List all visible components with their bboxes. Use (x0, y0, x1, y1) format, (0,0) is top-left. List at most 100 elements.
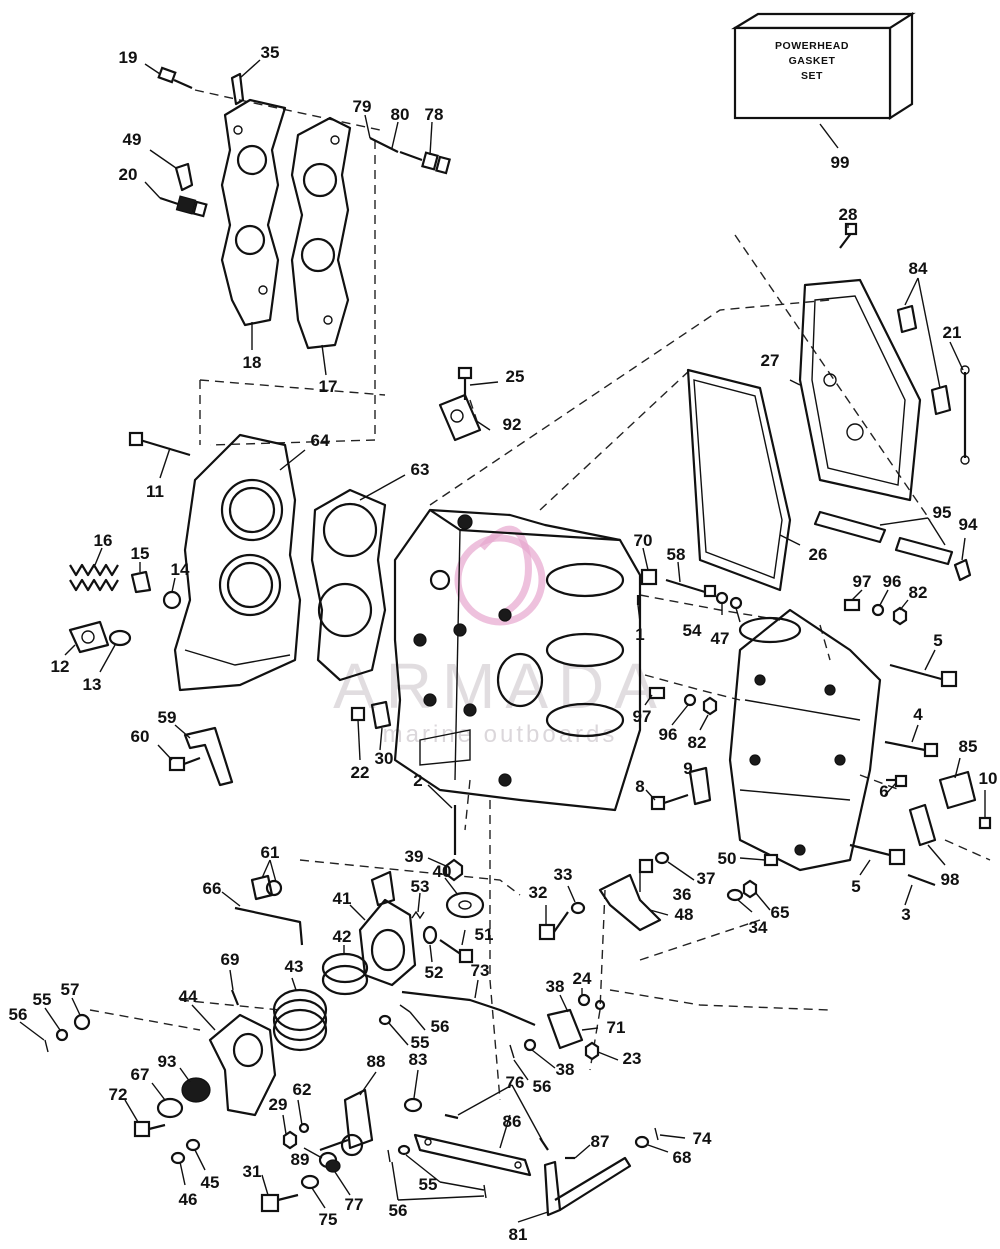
callout-34: 34 (749, 918, 768, 937)
callout-86: 86 (503, 1112, 522, 1131)
callout-57: 57 (61, 980, 80, 999)
pin-79-80 (369, 137, 399, 153)
washer-33 (570, 901, 586, 915)
callout-69: 69 (221, 950, 240, 969)
screw-10 (978, 816, 992, 830)
washers-34-65 (726, 879, 758, 902)
callout-41: 41 (333, 889, 352, 908)
callout-66: 66 (203, 879, 222, 898)
watermark: ARMADA marine outboards (333, 525, 657, 748)
bolt-19 (157, 66, 193, 90)
callout-48: 48 (675, 905, 694, 924)
callout-47: 47 (711, 629, 730, 648)
callout-5b: 5 (851, 877, 860, 896)
callout-11: 11 (146, 482, 164, 501)
spring-43 (272, 988, 328, 1052)
callout-38b: 38 (556, 1060, 575, 1079)
callout-19: 19 (119, 48, 138, 67)
callout-85: 85 (959, 737, 978, 756)
cylinder-block (393, 508, 642, 812)
callout-63: 63 (411, 460, 430, 479)
dowel-70 (640, 568, 658, 586)
valve-97-96-82-lower (648, 686, 718, 716)
link-71 (546, 1008, 584, 1050)
bracket-85 (938, 770, 977, 810)
callout-22: 22 (351, 763, 370, 782)
nut-29-62 (282, 1122, 310, 1150)
bushing-93 (181, 1077, 211, 1103)
callout-82b: 82 (688, 733, 707, 752)
callout-44: 44 (179, 987, 198, 1006)
washer-75 (300, 1174, 320, 1190)
callout-49: 49 (123, 130, 142, 149)
callout-83: 83 (409, 1050, 428, 1069)
callout-61: 61 (261, 843, 280, 862)
gasket-box-line2: GASKET (789, 55, 836, 67)
callout-39: 39 (405, 847, 424, 866)
bracket-48 (598, 873, 662, 932)
callout-62: 62 (293, 1080, 312, 1099)
eyebolt-92 (438, 393, 482, 442)
callout-92: 92 (503, 415, 522, 434)
callout-6: 6 (879, 782, 888, 801)
pin-3 (907, 873, 936, 887)
callout-50: 50 (718, 849, 737, 868)
callout-87: 87 (591, 1132, 610, 1151)
head-gasket-63 (310, 488, 387, 682)
callout-29: 29 (269, 1095, 288, 1114)
callout-93: 93 (158, 1052, 177, 1071)
pin-56-right (509, 1044, 515, 1059)
callout-21: 21 (943, 323, 962, 342)
washers-45-46 (170, 1138, 201, 1165)
screw-72 (133, 1120, 166, 1138)
spring-53 (411, 910, 425, 920)
washer-67 (156, 1097, 184, 1119)
screw-8 (650, 793, 689, 811)
callout-75: 75 (319, 1210, 338, 1229)
sensor-20 (159, 195, 208, 218)
callout-58: 58 (667, 545, 686, 564)
callout-51: 51 (475, 925, 494, 944)
callout-45: 45 (201, 1173, 220, 1192)
callout-32: 32 (529, 883, 548, 902)
callout-36: 36 (673, 885, 692, 904)
callout-97b: 97 (633, 707, 652, 726)
callout-54: 54 (683, 621, 702, 640)
callout-56a: 56 (9, 1005, 28, 1024)
screw-78 (399, 150, 451, 175)
callout-40: 40 (433, 862, 452, 881)
callout-76: 76 (506, 1073, 525, 1092)
seal-14 (162, 590, 182, 610)
callout-68: 68 (673, 1148, 692, 1167)
screw-60 (168, 756, 201, 772)
head-cover-inner-17 (290, 116, 352, 350)
callout-5a: 5 (933, 631, 942, 650)
gasket-set-box: POWERHEAD GASKET SET (731, 11, 916, 149)
bracket-35 (230, 72, 245, 106)
callout-13: 13 (83, 675, 102, 694)
callout-81: 81 (509, 1225, 528, 1244)
callout-65: 65 (771, 903, 790, 922)
callout-55a: 55 (33, 990, 52, 1009)
screw-32 (538, 911, 569, 941)
callout-96b: 96 (659, 725, 678, 744)
lever-81 (543, 1156, 632, 1217)
valve-97-96-82-upper (843, 598, 908, 626)
callout-42: 42 (333, 927, 352, 946)
callout-74: 74 (693, 1129, 712, 1148)
washers-55-56-bottom (387, 1144, 487, 1199)
bolt-69 (230, 989, 240, 1006)
bolt-4 (884, 740, 939, 758)
callout-38a: 38 (546, 977, 565, 996)
callout-10: 10 (979, 769, 998, 788)
wire-66 (234, 906, 304, 946)
wire-21 (960, 365, 970, 465)
callout-8: 8 (635, 777, 644, 796)
callout-33: 33 (554, 865, 573, 884)
callout-15: 15 (131, 544, 150, 563)
callout-96a: 96 (883, 572, 902, 591)
gasket-box-line1: POWERHEAD (775, 40, 849, 52)
callout-55b: 55 (411, 1033, 430, 1052)
callout-95: 95 (933, 503, 952, 522)
